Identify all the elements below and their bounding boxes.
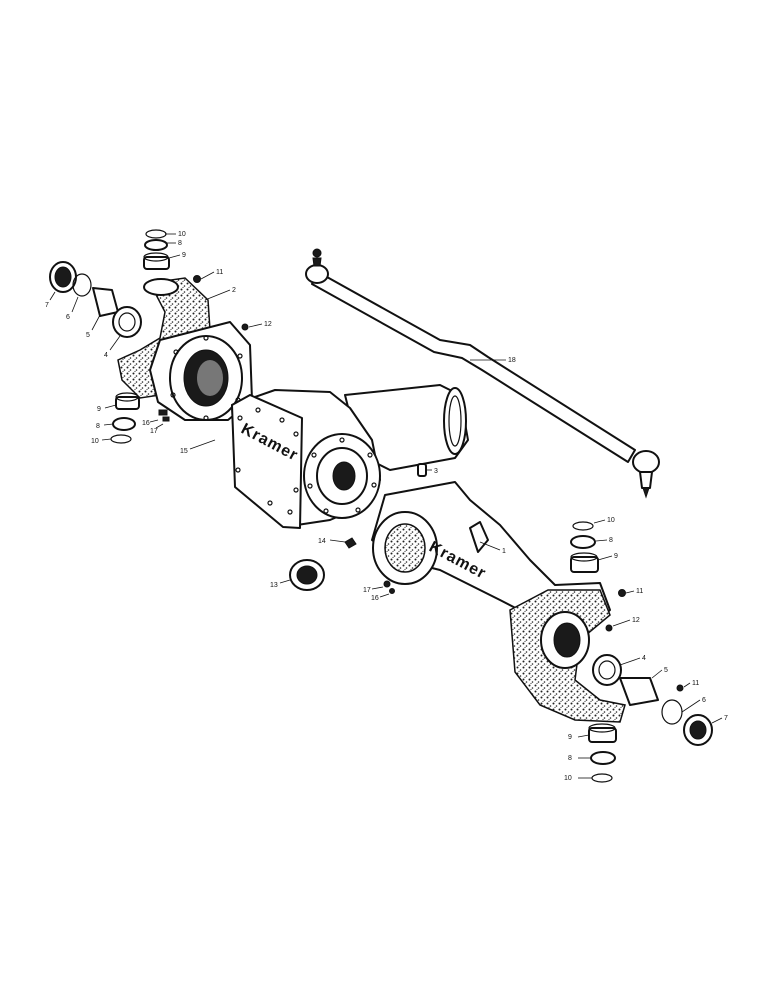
callouts: 10 8 9 11 2 12 7 6 5 4 9 8 10 16 17 15 1… xyxy=(45,231,728,782)
callout-7: 7 xyxy=(45,302,49,309)
callout-10: 10 xyxy=(607,517,615,524)
callout-4: 4 xyxy=(642,655,646,662)
callout-13: 13 xyxy=(270,582,278,589)
callout-17: 17 xyxy=(363,587,371,594)
left-steering-knuckle xyxy=(117,277,253,421)
callout-5: 5 xyxy=(86,332,90,339)
callout-5: 5 xyxy=(664,667,668,674)
callout-2: 2 xyxy=(232,287,236,294)
callout-10: 10 xyxy=(178,231,186,238)
callout-4: 4 xyxy=(104,352,108,359)
callout-15: 15 xyxy=(180,448,188,455)
callout-11: 11 xyxy=(692,680,699,687)
breather-plug xyxy=(417,463,427,477)
callout-17: 17 xyxy=(150,428,158,435)
callout-18: 18 xyxy=(508,357,516,364)
callout-14: 14 xyxy=(318,538,326,545)
callout-8: 8 xyxy=(96,423,100,430)
right-kingpin-seals xyxy=(592,654,713,746)
callout-7: 7 xyxy=(724,715,728,722)
axle-beam: Kramer xyxy=(371,481,626,723)
callout-11: 11 xyxy=(216,269,223,276)
callout-9: 9 xyxy=(97,406,101,413)
callout-9: 9 xyxy=(182,252,186,259)
left-lower-bearing-stack xyxy=(110,392,140,444)
tie-rod xyxy=(305,248,660,499)
callout-10: 10 xyxy=(564,775,572,782)
callout-9: 9 xyxy=(568,734,572,741)
callout-6: 6 xyxy=(66,314,70,321)
left-fittings xyxy=(158,275,249,422)
callout-9: 9 xyxy=(614,553,618,560)
right-upper-bearing-stack xyxy=(570,521,599,573)
callout-16: 16 xyxy=(142,420,150,427)
right-lower-bearing-stack xyxy=(588,723,617,783)
callout-1: 1 xyxy=(502,548,506,555)
left-upper-bearing-stack xyxy=(143,229,170,270)
callout-8: 8 xyxy=(568,755,572,762)
callout-6: 6 xyxy=(702,697,706,704)
callout-8: 8 xyxy=(609,537,613,544)
differential-housing: Kramer xyxy=(231,384,469,529)
callout-11: 11 xyxy=(636,588,643,595)
callout-8: 8 xyxy=(178,240,182,247)
leader-lines xyxy=(49,233,723,779)
callout-16: 16 xyxy=(371,595,379,602)
right-fittings xyxy=(344,537,684,692)
callout-3: 3 xyxy=(434,468,438,475)
callout-12: 12 xyxy=(632,617,640,624)
axle-seal xyxy=(289,559,325,591)
callout-10: 10 xyxy=(91,438,99,445)
left-kingpin-seals xyxy=(49,261,142,338)
callout-12: 12 xyxy=(264,321,272,328)
